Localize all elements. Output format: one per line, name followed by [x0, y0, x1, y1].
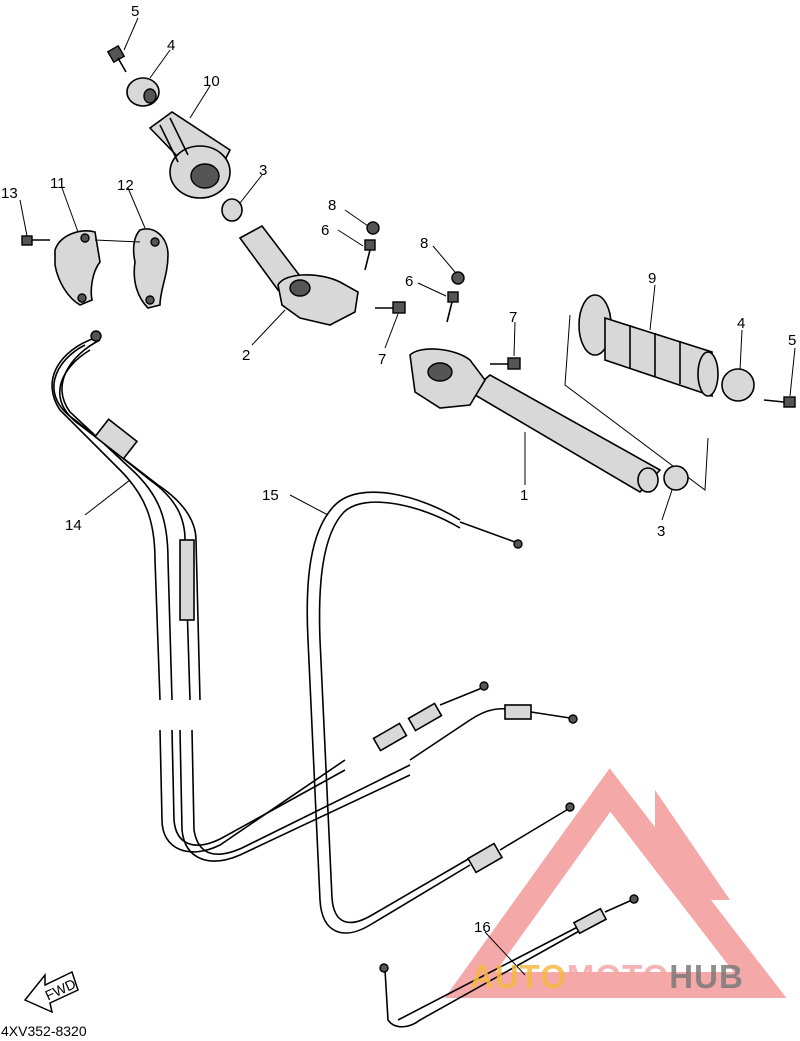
callout-1: 1 [520, 487, 528, 504]
bolt-7-right [490, 357, 521, 370]
watermark-hub: HUB [669, 958, 744, 995]
callout-6-right: 6 [405, 273, 413, 290]
watermark-logo [444, 768, 787, 998]
watermark-moto: MOTO [567, 958, 669, 995]
callout-6-left: 6 [321, 222, 329, 239]
callout-5-left: 5 [131, 3, 139, 20]
housing-screw-13 [21, 235, 50, 246]
callout-13: 13 [1, 185, 18, 202]
bolt-7-left [375, 301, 406, 314]
callout-2: 2 [242, 347, 250, 364]
callout-8-left: 8 [328, 197, 336, 214]
fwd-label: FWD [43, 975, 79, 1003]
watermark-text: AUTOMOTOHUB [470, 958, 744, 995]
grip-end-4-right [721, 368, 755, 402]
callout-8-right: 8 [420, 235, 428, 252]
grip-9-right [578, 294, 719, 398]
switch-housing-upper [54, 230, 101, 306]
collar-3-right [663, 465, 689, 491]
callout-5-right: 5 [788, 332, 796, 349]
callout-15: 15 [262, 487, 279, 504]
nut-8-left [366, 221, 380, 235]
watermark-auto: AUTO [470, 958, 567, 995]
svg-text:AUTOMOTOHUB: AUTOMOTOHUB [470, 958, 744, 995]
throttle-grip-10 [148, 111, 232, 199]
handlebar-2-left [238, 224, 359, 326]
cable-16 [379, 894, 639, 1028]
bolt-6-right [446, 291, 459, 323]
bolt-5-right [763, 396, 796, 408]
fwd-arrow: FWD [23, 970, 79, 1014]
callout-12: 12 [117, 177, 134, 194]
callout-4-left: 4 [167, 37, 175, 54]
callout-9: 9 [648, 270, 656, 287]
callout-11: 11 [50, 175, 66, 192]
callout-7-right: 7 [509, 309, 517, 326]
starter-cable-15 [306, 491, 575, 934]
callout-14: 14 [65, 517, 82, 534]
switch-housing-lower [132, 228, 169, 309]
callout-3-right: 3 [657, 523, 665, 540]
nut-8-right [451, 271, 465, 285]
callout-4-right: 4 [737, 315, 745, 332]
bolt-6-left [364, 239, 376, 271]
collar-3-left [221, 198, 243, 222]
diagram-code: 4XV352-8320 [1, 1023, 87, 1039]
callout-numbers: 5 4 10 3 13 11 12 8 6 8 6 2 7 7 9 4 5 1 … [1, 3, 796, 936]
callout-7-left: 7 [378, 351, 386, 368]
bolt-5-left [106, 44, 127, 73]
callout-10: 10 [203, 73, 220, 90]
callout-16: 16 [474, 919, 491, 936]
throttle-cable-14 [51, 330, 578, 862]
callout-3-left: 3 [259, 162, 267, 179]
handlebar-1-right [409, 348, 662, 494]
leader-lines [19, 17, 796, 976]
grip-end-4-left [126, 77, 160, 107]
